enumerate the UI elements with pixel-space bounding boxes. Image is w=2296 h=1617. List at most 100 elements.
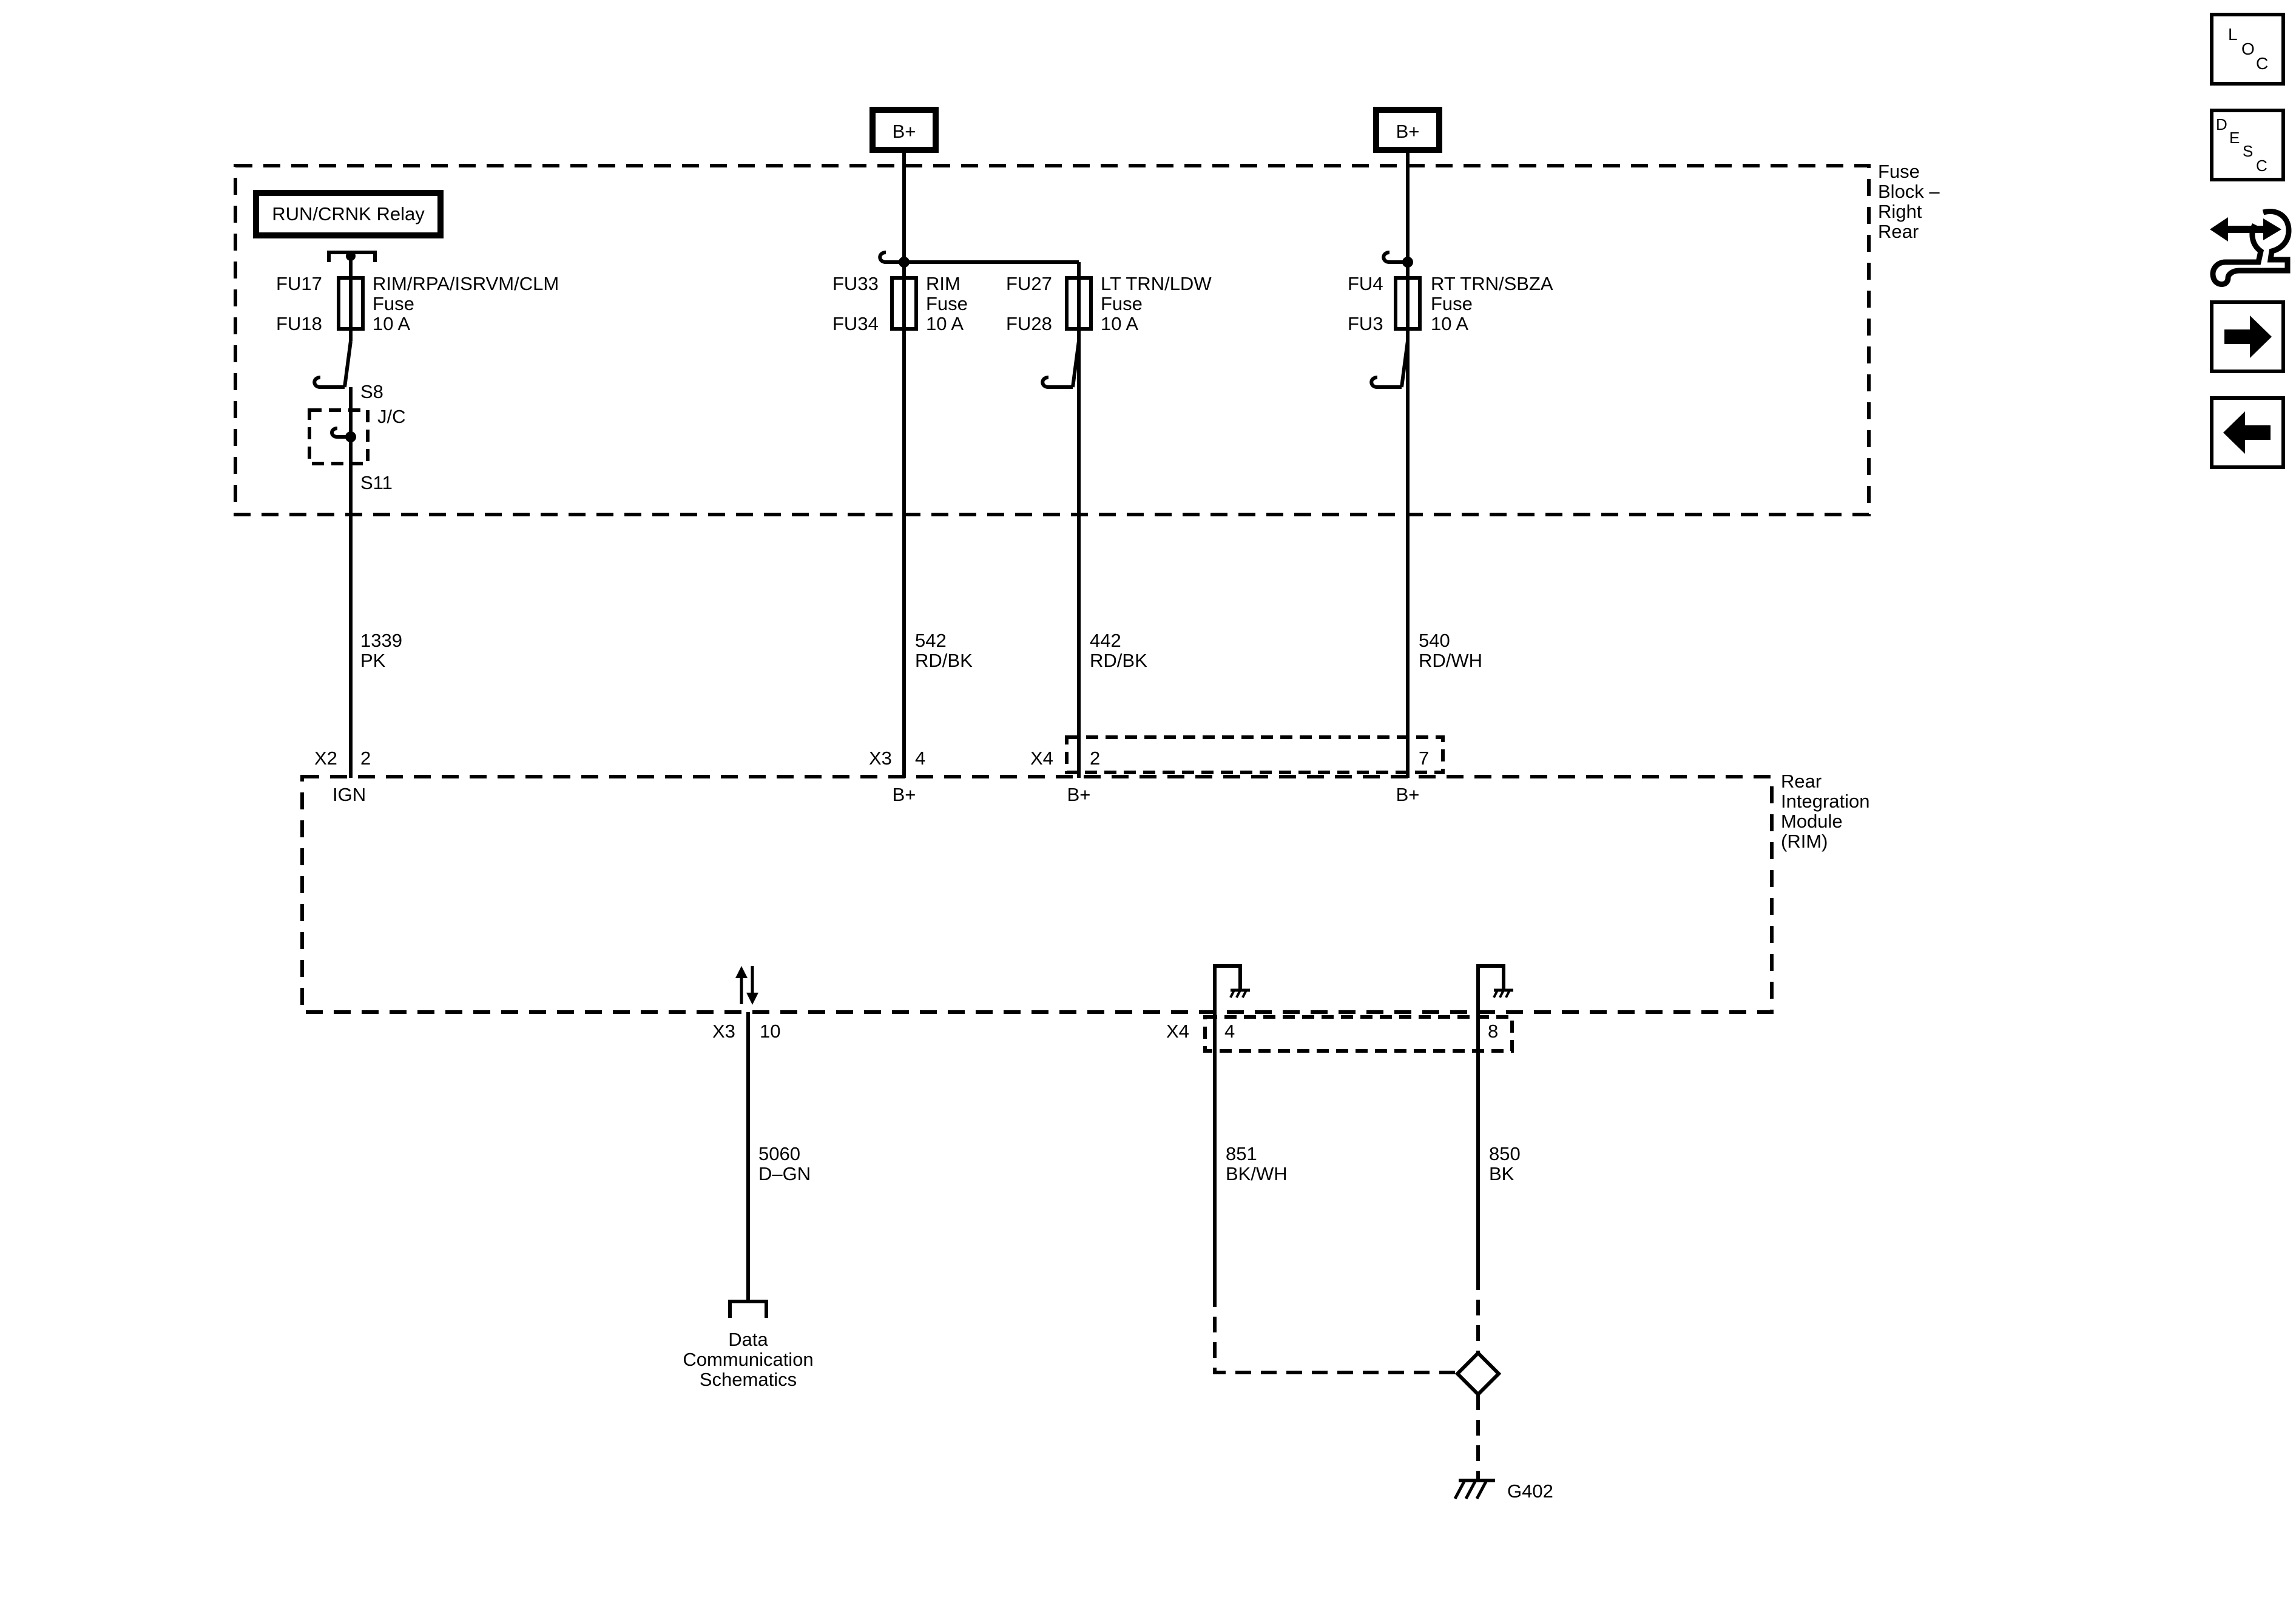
svg-text:Schematics: Schematics [700, 1369, 797, 1390]
svg-text:RD/BK: RD/BK [1090, 650, 1147, 671]
connector-x4-pin-2: X4 2 B+ [1030, 748, 1100, 805]
svg-text:RD/WH: RD/WH [1419, 650, 1482, 671]
svg-text:B+: B+ [1396, 121, 1420, 142]
svg-text:B+: B+ [1067, 784, 1091, 805]
svg-text:Module: Module [1781, 811, 1843, 832]
ground-label: G402 [1507, 1480, 1553, 1502]
svg-text:542: 542 [915, 630, 947, 651]
svg-text:FU34: FU34 [832, 313, 879, 334]
connector-x2-pin-2: X2 2 IGN [314, 748, 371, 805]
svg-text:851: 851 [1226, 1143, 1257, 1164]
svg-text:B+: B+ [1396, 784, 1420, 805]
wire-label-850: 850 BK [1489, 1143, 1521, 1184]
svg-text:Integration: Integration [1781, 791, 1870, 812]
connector-x4-top-bracket [1065, 735, 1445, 774]
svg-text:D–GN: D–GN [758, 1163, 811, 1184]
svg-text:(RIM): (RIM) [1781, 831, 1828, 852]
svg-text:RIM/RPA/ISRVM/CLM: RIM/RPA/ISRVM/CLM [373, 273, 559, 294]
wire-label-1339: 1339 PK [360, 630, 402, 671]
svg-text:Block –: Block – [1878, 181, 1940, 202]
svg-text:RT TRN/SBZA: RT TRN/SBZA [1431, 273, 1553, 294]
wire-1339 [312, 329, 353, 778]
svg-text:10 A: 10 A [926, 313, 964, 334]
svg-text:LT TRN/LDW: LT TRN/LDW [1101, 273, 1212, 294]
description-button-letter-d: D [2216, 115, 2227, 133]
svg-text:FU3: FU3 [1348, 313, 1383, 334]
connector-x3-pin-10: X3 10 [712, 1021, 780, 1042]
next-page-button[interactable] [2210, 300, 2285, 373]
description-button-letter-c: C [2256, 157, 2267, 175]
bidirectional-data-arrow-icon [735, 966, 758, 1005]
wire-851 [1213, 1012, 1457, 1374]
svg-text:FU4: FU4 [1348, 273, 1383, 294]
svg-text:FU33: FU33 [832, 273, 879, 294]
svg-text:J/C: J/C [377, 406, 406, 427]
svg-text:PK: PK [360, 650, 386, 671]
fuse-block-label: Fuse Block – Right Rear [1878, 161, 1940, 242]
svg-text:BK: BK [1489, 1163, 1514, 1184]
ground-g402-icon [1453, 1476, 1495, 1500]
svg-text:10 A: 10 A [373, 313, 410, 334]
svg-text:X4: X4 [1030, 748, 1053, 769]
svg-text:B+: B+ [893, 121, 916, 142]
svg-text:Right: Right [1878, 201, 1922, 222]
connector-wrench-icon[interactable] [2210, 209, 2292, 287]
svg-text:10: 10 [760, 1021, 780, 1042]
connector-x4-pin-4: X4 4 [1166, 1021, 1235, 1042]
internal-ground-icon-2 [1476, 964, 1513, 1012]
svg-text:Rear: Rear [1781, 771, 1822, 792]
fuse-rt-trn-sbza: FU4 FU3 RT TRN/SBZA Fuse 10 A [1348, 273, 1553, 334]
location-button[interactable]: L O C [2210, 13, 2285, 86]
fuse-lt-trn-ldw: FU27 FU28 LT TRN/LDW Fuse 10 A [1006, 273, 1212, 334]
svg-text:Communication: Communication [683, 1349, 813, 1370]
svg-text:Fuse: Fuse [373, 293, 414, 314]
svg-text:FU17: FU17 [276, 273, 322, 294]
svg-text:S8: S8 [360, 381, 383, 402]
wire-label-5060: 5060 D–GN [758, 1143, 811, 1184]
svg-text:5060: 5060 [758, 1143, 800, 1164]
svg-text:Fuse: Fuse [1431, 293, 1473, 314]
run-crank-relay-box: RUN/CRNK Relay [253, 190, 444, 238]
rim-module-boundary [300, 775, 1774, 1014]
fuse-rim-rpa-isrvm-clm: FU17 FU18 RIM/RPA/ISRVM/CLM Fuse 10 A [276, 251, 559, 334]
svg-text:X2: X2 [314, 748, 337, 769]
svg-text:442: 442 [1090, 630, 1121, 651]
wire-540 [1369, 329, 1410, 778]
battery-positive-box-1: B+ [869, 107, 939, 153]
wire-label-442: 442 RD/BK [1090, 630, 1147, 671]
svg-text:RIM: RIM [926, 273, 961, 294]
connector-x3-pin-4: X3 4 B+ [869, 748, 925, 805]
svg-text:Fuse: Fuse [1878, 161, 1920, 182]
location-button-letter-o: O [2241, 39, 2255, 58]
b-plus-bus-2 [1382, 150, 1413, 278]
battery-positive-box-2: B+ [1373, 107, 1442, 153]
connector-x4-pin-8: 8 [1488, 1021, 1498, 1042]
splice-diamond [1454, 1350, 1502, 1397]
internal-ground-icon-1 [1213, 964, 1250, 1012]
svg-text:Fuse: Fuse [1101, 293, 1143, 314]
location-button-letter-c: C [2256, 54, 2268, 73]
arrow-left-icon [2223, 411, 2271, 454]
connector-x4-pin-7: 7 B+ [1396, 748, 1430, 805]
wire-label-540: 540 RD/WH [1419, 630, 1482, 671]
wire-442 [1041, 329, 1081, 778]
svg-text:X3: X3 [869, 748, 892, 769]
svg-text:8: 8 [1488, 1021, 1498, 1042]
svg-text:X4: X4 [1166, 1021, 1189, 1042]
previous-page-button[interactable] [2210, 396, 2285, 469]
wire-label-542: 542 RD/BK [915, 630, 973, 671]
svg-text:850: 850 [1489, 1143, 1521, 1164]
description-button-letter-s: S [2243, 142, 2253, 160]
svg-text:FU28: FU28 [1006, 313, 1052, 334]
connector-x4-bottom-bracket [1203, 1015, 1514, 1053]
svg-text:Data: Data [728, 1329, 768, 1350]
svg-text:FU18: FU18 [276, 313, 322, 334]
fuse-block-boundary [234, 164, 1871, 516]
svg-text:RD/BK: RD/BK [915, 650, 973, 671]
svg-text:4: 4 [1224, 1021, 1235, 1042]
svg-text:RUN/CRNK Relay: RUN/CRNK Relay [272, 203, 425, 224]
wire-label-851: 851 BK/WH [1226, 1143, 1288, 1184]
junction-connector-jc: S8 J/C S11 [308, 381, 406, 493]
description-button[interactable]: D E S C [2210, 109, 2285, 181]
